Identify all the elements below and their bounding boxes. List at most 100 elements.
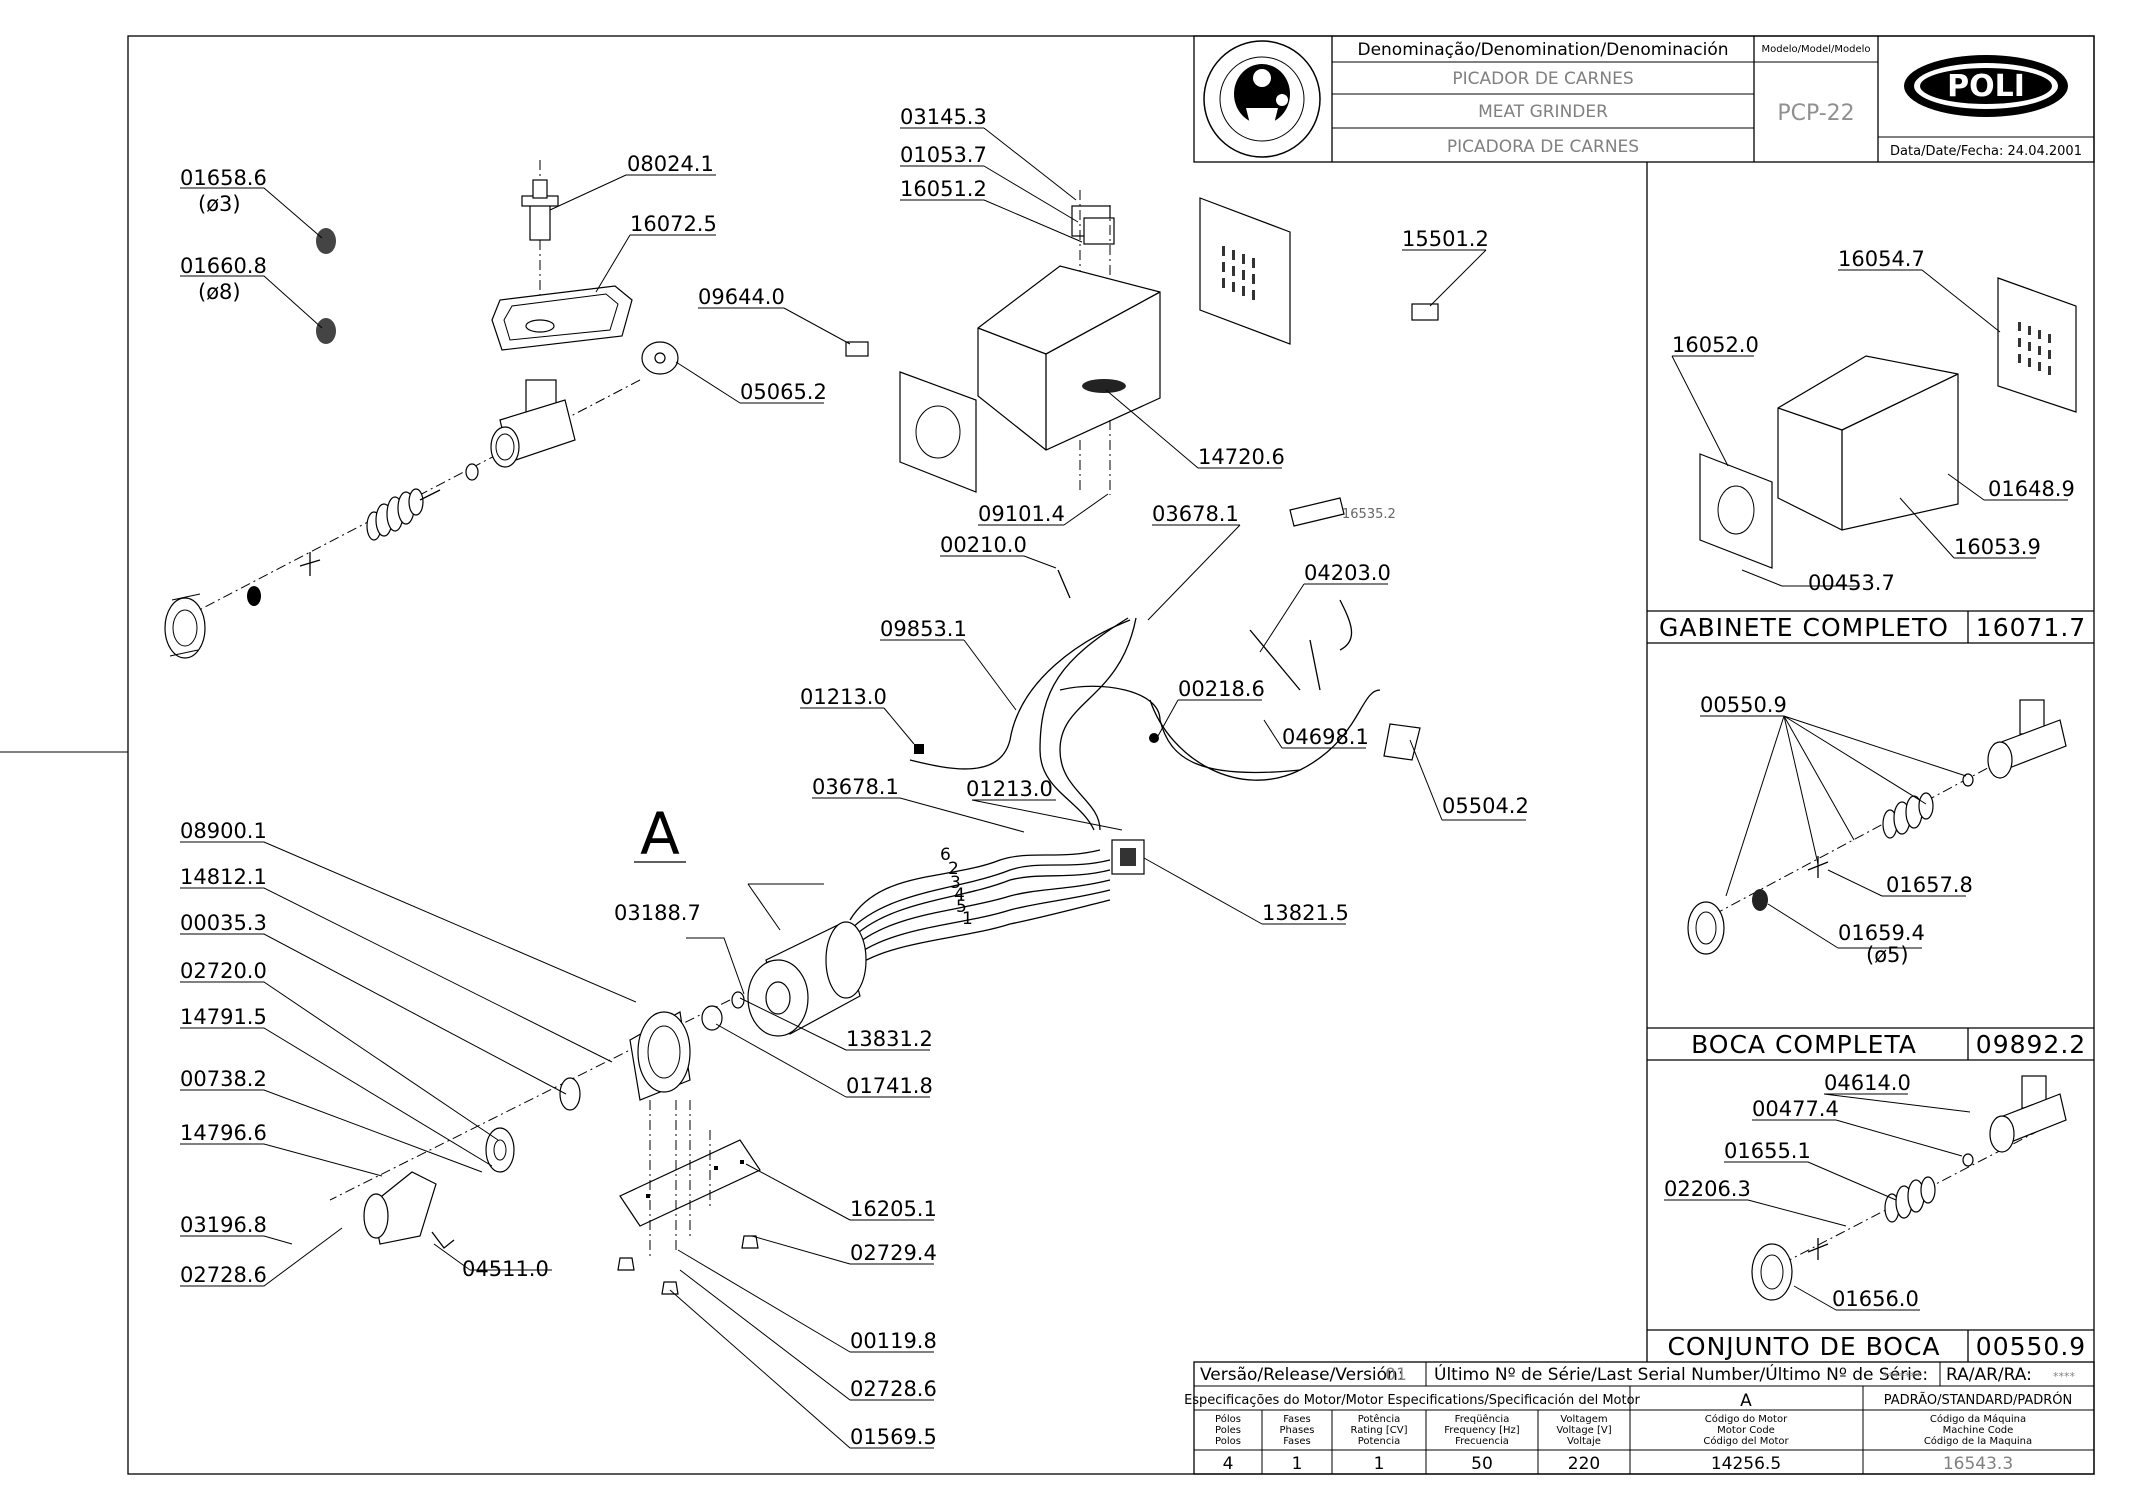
svg-text:Pólos: Pólos [1215,1413,1241,1425]
label-01648-9: 01648.9 [1988,477,2075,501]
label-00738-2: 00738.2 [180,1067,267,1091]
svg-text:Machine Code: Machine Code [1943,1425,2014,1436]
svg-text:Frequency [Hz]: Frequency [Hz] [1444,1425,1520,1436]
denomination-header: Denominação/Denomination/Denominación [1357,40,1728,60]
svg-text:2: 2 [948,859,959,879]
label-02728-6-b: 02728.6 [850,1377,937,1401]
label-02206-3: 02206.3 [1664,1177,1751,1201]
serial-label: Último Nº de Série/Last Serial Number/Úl… [1434,1363,1928,1385]
label-14720-6: 14720.6 [1198,445,1285,469]
cabinet-parts [845,190,1439,761]
spec-value-poles: 4 [1223,1454,1234,1474]
spec-value-rating: 1 [1374,1454,1385,1474]
spec-value-machine-code: 16543.3 [1943,1454,2013,1474]
label-03196-8: 03196.8 [180,1213,267,1237]
drawing-date: Data/Date/Fecha: 24.04.2001 [1890,144,2082,159]
label-13831-2: 13831.2 [846,1027,933,1051]
label-04698-1: 04698.1 [1282,725,1369,749]
label-03145-3: 03145.3 [900,105,987,129]
label-01660-8: 01660.8 [180,254,267,278]
label-05504-2: 05504.2 [1442,794,1529,818]
spec-value-phases: 1 [1292,1454,1303,1474]
cabinet-section-code: 16071.7 [1976,613,2086,642]
label-01660-8-size: (ø8) [198,280,241,304]
svg-text:Voltage [V]: Voltage [V] [1556,1425,1611,1436]
view-marker-a: A [634,800,686,868]
ra-value: **** [2053,1370,2076,1383]
spec-col-machine-code: Código da Máquina Machine Code Código de… [1924,1413,2032,1474]
name-es: PICADORA DE CARNES [1447,137,1639,157]
grinder-head-parts [164,160,679,659]
spec-col-voltage: Voltagem Voltage [V] Voltaje 220 [1556,1414,1611,1474]
serial-value: ******* [1883,1370,1922,1383]
label-08024-1: 08024.1 [627,152,714,176]
ra-label: RA/AR/RA: [1946,1365,2032,1385]
cabinet-detail-sketch [1699,277,2077,569]
label-00035-3: 00035.3 [180,911,267,935]
label-09853-1: 09853.1 [880,617,967,641]
view-letter: A [640,800,680,868]
title-block: Denominação/Denomination/Denominación Mo… [1193,35,2095,163]
svg-text:Potência: Potência [1358,1413,1401,1425]
label-04614-0: 04614.0 [1824,1071,1911,1095]
label-00550-9: 00550.9 [1700,693,1787,717]
label-14791-5: 14791.5 [180,1005,267,1029]
label-14812-1: 14812.1 [180,865,267,889]
svg-text:Fases: Fases [1283,1414,1311,1425]
svg-text:Código de la Maquina: Código de la Maquina [1924,1435,2032,1447]
label-16072-5: 16072.5 [630,212,717,236]
svg-text:Polos: Polos [1215,1436,1241,1447]
svg-text:Rating [CV]: Rating [CV] [1350,1425,1407,1436]
label-04203-0: 04203.0 [1304,561,1391,585]
model-code: PCP-22 [1777,101,1854,126]
version-value: 01 [1385,1365,1407,1385]
label-16051-2: 16051.2 [900,177,987,201]
label-13821-5: 13821.5 [1262,901,1349,925]
spec-col-phases: Fases Phases Fases 1 [1279,1414,1314,1474]
service-seal [1203,40,1321,158]
sheet-border [127,35,2095,1475]
label-00453-7: 00453.7 [1808,571,1895,595]
label-01213-0-b: 01213.0 [966,777,1053,801]
mouth-section-code: 09892.2 [1976,1030,2086,1059]
label-03678-1-b: 03678.1 [812,775,899,799]
label-16053-9: 16053.9 [1954,535,2041,559]
label-14796-6: 14796.6 [180,1121,267,1145]
label-16205-1: 16205.1 [850,1197,937,1221]
label-16052-0: 16052.0 [1672,333,1759,357]
svg-text:4: 4 [954,885,965,905]
label-01053-7: 01053.7 [900,143,987,167]
mouth-set-section-title: CONJUNTO DE BOCA [1667,1332,1940,1361]
spec-col-frequency: Freqüência Frequency [Hz] Frecuencia 50 [1444,1413,1520,1474]
name-en: MEAT GRINDER [1478,102,1608,122]
svg-text:Código da Máquina: Código da Máquina [1930,1413,2026,1425]
label-00218-6: 00218.6 [1178,677,1265,701]
standard-label: PADRÃO/STANDARD/PADRÓN [1884,1392,2073,1408]
label-09101-4: 09101.4 [978,502,1065,526]
svg-text:5: 5 [956,897,967,917]
label-16535-2: 16535.2 [1342,507,1396,522]
spec-col-poles: Pólos Poles Polos 4 [1215,1413,1241,1474]
label-01658-6: 01658.6 [180,166,267,190]
spec-col-motor-code: Código do Motor Motor Code Código del Mo… [1703,1413,1789,1474]
svg-text:Código del Motor: Código del Motor [1703,1435,1789,1447]
mouth-section-title: BOCA COMPLETA [1691,1030,1917,1059]
label-09644-0: 09644.0 [698,285,785,309]
label-01655-1: 01655.1 [1724,1139,1811,1163]
motor-spec-label: Especificações do Motor/Motor Especifica… [1184,1393,1640,1408]
label-01569-5: 01569.5 [850,1425,937,1449]
svg-text:Phases: Phases [1279,1425,1314,1436]
label-05065-2: 05065.2 [740,380,827,404]
label-00119-8: 00119.8 [850,1329,937,1353]
spec-value-frequency: 50 [1471,1454,1493,1474]
svg-text:Frecuencia: Frecuencia [1455,1436,1509,1447]
label-02720-0: 02720.0 [180,959,267,983]
wiring-parts [849,569,1381,971]
svg-text:Motor Code: Motor Code [1717,1425,1775,1436]
label-01656-0: 01656.0 [1832,1287,1919,1311]
label-00210-0: 00210.0 [940,533,1027,557]
version-letter: A [1740,1391,1752,1411]
label-00477-4: 00477.4 [1752,1097,1839,1121]
version-label: Versão/Release/Versión: [1200,1365,1404,1385]
